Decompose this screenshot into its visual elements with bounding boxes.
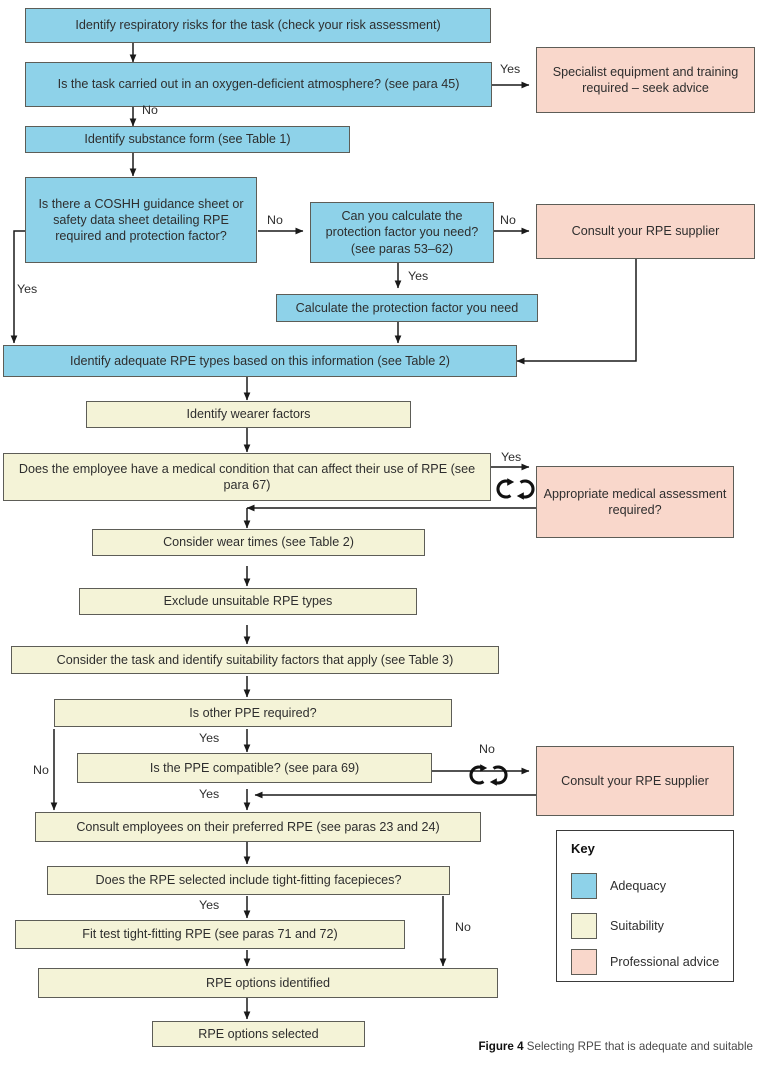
node-label: Identify respiratory risks for the task … (75, 18, 441, 33)
key-label-adequacy: Adequacy (610, 879, 667, 893)
node-identify-risks[interactable]: Identify respiratory risks for the task … (25, 8, 491, 43)
node-tight-fitting-facepieces[interactable]: Does the RPE selected include tight-fitt… (47, 866, 450, 895)
edge-label-calculate-no: No (500, 213, 516, 227)
node-label: Consult your RPE supplier (571, 224, 720, 239)
key-item-professional-advice: Professional advice (571, 949, 719, 975)
figure-caption-text: Selecting RPE that is adequate and suita… (523, 1040, 753, 1053)
node-calculate-protection-factor[interactable]: Calculate the protection factor you need (276, 294, 538, 322)
node-label: Is the task carried out in an oxygen-def… (57, 77, 460, 92)
figure-caption-label: Figure 4 (478, 1040, 524, 1053)
key-item-adequacy: Adequacy (571, 873, 666, 899)
node-label: Identify wearer factors (186, 407, 311, 422)
key-title: Key (571, 841, 595, 856)
node-label: Specialist equipment and training requir… (552, 64, 739, 95)
node-can-calculate[interactable]: Can you calculate the protection factor … (310, 202, 494, 263)
edge-label-compatible-yes: Yes (199, 787, 220, 801)
node-label: Identify adequate RPE types based on thi… (70, 353, 450, 368)
node-substance-form[interactable]: Identify substance form (see Table 1) (25, 126, 350, 153)
edge-label-coshh-no: No (267, 213, 283, 227)
node-other-ppe-required[interactable]: Is other PPE required? (54, 699, 452, 727)
node-label: Is there a COSHH guidance sheet or safet… (38, 196, 244, 244)
node-identify-wearer-factors[interactable]: Identify wearer factors (86, 401, 411, 428)
node-identify-adequate-rpe[interactable]: Identify adequate RPE types based on thi… (3, 345, 517, 377)
node-fit-test[interactable]: Fit test tight-fitting RPE (see paras 71… (15, 920, 405, 949)
edge-label-otherppe-yes: Yes (199, 731, 220, 745)
node-consult-employees[interactable]: Consult employees on their preferred RPE… (35, 812, 481, 842)
key-label-suitability: Suitability (610, 919, 664, 933)
node-rpe-options-identified[interactable]: RPE options identified (38, 968, 498, 998)
node-label: Calculate the protection factor you need (295, 300, 519, 315)
loop-repeat-icon-ppe (467, 762, 511, 793)
key-item-suitability: Suitability (571, 913, 664, 939)
edge-label-coshh-yes: Yes (17, 282, 38, 296)
node-rpe-options-selected[interactable]: RPE options selected (152, 1021, 365, 1047)
node-label: Consult your RPE supplier (561, 773, 709, 788)
edge-label-medical-yes: Yes (501, 450, 522, 464)
node-coshh-sheet[interactable]: Is there a COSHH guidance sheet or safet… (25, 177, 257, 263)
node-label: Is other PPE required? (189, 705, 317, 720)
key-legend: Key Adequacy Suitability Professional ad… (556, 830, 734, 982)
edge-label-oxygen-yes: Yes (500, 62, 521, 76)
edge-label-compatible-no: No (479, 742, 495, 756)
key-label-professional-advice: Professional advice (610, 955, 720, 969)
loop-repeat-icon-medical (494, 476, 538, 507)
edge-label-otherppe-no: No (33, 763, 49, 777)
edge-label-tight-no: No (455, 920, 471, 934)
node-task-suitability-factors[interactable]: Consider the task and identify suitabili… (11, 646, 499, 674)
node-medical-assessment[interactable]: Appropriate medical assessment required? (536, 466, 734, 538)
node-exclude-unsuitable[interactable]: Exclude unsuitable RPE types (79, 588, 417, 615)
edge-label-oxygen-no: No (142, 103, 158, 117)
figure-caption: Figure 4 Selecting RPE that is adequate … (478, 1040, 753, 1053)
key-swatch-professional-advice (571, 949, 597, 975)
node-consult-supplier-bottom[interactable]: Consult your RPE supplier (536, 746, 734, 816)
node-label: Fit test tight-fitting RPE (see paras 71… (82, 927, 338, 942)
node-label: Consider the task and identify suitabili… (56, 652, 454, 667)
key-swatch-suitability (571, 913, 597, 939)
node-label: Identify substance form (see Table 1) (84, 132, 291, 147)
node-label: Does the employee have a medical conditi… (18, 461, 476, 492)
node-label: Is the PPE compatible? (see para 69) (149, 760, 360, 775)
node-label: Consult employees on their preferred RPE… (76, 819, 440, 834)
node-medical-condition[interactable]: Does the employee have a medical conditi… (3, 453, 491, 501)
node-label: Appropriate medical assessment required? (543, 486, 727, 517)
node-ppe-compatible[interactable]: Is the PPE compatible? (see para 69) (77, 753, 432, 783)
edge-label-calculate-yes: Yes (408, 269, 429, 283)
node-label: RPE options selected (198, 1026, 319, 1041)
node-label: Exclude unsuitable RPE types (163, 594, 333, 609)
edge-label-tight-yes: Yes (199, 898, 220, 912)
key-swatch-adequacy (571, 873, 597, 899)
node-specialist-equipment[interactable]: Specialist equipment and training requir… (536, 47, 755, 113)
node-oxygen-deficient[interactable]: Is the task carried out in an oxygen-def… (25, 62, 492, 107)
node-label: Does the RPE selected include tight-fitt… (95, 873, 402, 888)
node-label: Can you calculate the protection factor … (325, 209, 479, 256)
node-label: Consider wear times (see Table 2) (163, 535, 354, 550)
node-label: RPE options identified (206, 975, 330, 990)
node-consider-wear-times[interactable]: Consider wear times (see Table 2) (92, 529, 425, 556)
node-consult-supplier-top[interactable]: Consult your RPE supplier (536, 204, 755, 259)
